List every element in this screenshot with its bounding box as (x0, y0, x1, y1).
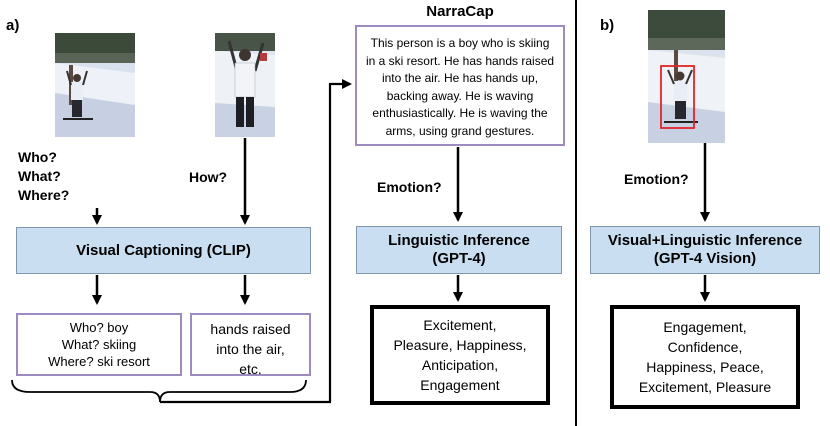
clip-www-line: Who? boy (69, 320, 129, 335)
clip-how-line: hands raised (210, 321, 291, 337)
emotion-item: Excitement, Pleasure (638, 379, 772, 395)
visual-captioning-box: Visual Captioning (CLIP) (16, 227, 311, 274)
panel-label-b: b) (600, 17, 615, 34)
panel-divider (575, 0, 577, 426)
caption-line: backing away. He is waving (386, 88, 534, 103)
where-question: Where? (18, 187, 70, 203)
visual-captioning-label: Visual Captioning (CLIP) (76, 241, 251, 259)
brace (11, 379, 307, 403)
clip-how-line: etc. (239, 361, 262, 377)
who-question: Who? (18, 149, 57, 165)
linguistic-inference-model: (GPT-4) (432, 250, 486, 267)
narracap-title: NarraCap (426, 3, 494, 20)
panel-label-a: a) (6, 17, 20, 34)
vl-inference-model: (GPT-4 Vision) (653, 250, 757, 267)
clip-www-line: What? skiing (61, 337, 137, 352)
emotion-question-a: Emotion? (377, 179, 442, 195)
emotion-item: Confidence, (667, 339, 743, 355)
caption-line: enthusiastically. He is waving the (372, 106, 548, 120)
clip-www-line: Where? ski resort (48, 354, 150, 369)
clip-how-output: hands raised into the air, etc. (190, 313, 311, 377)
narracap-emotion-output: Excitement, Pleasure, Happiness, Anticip… (370, 305, 550, 405)
clip-how-line: into the air, (216, 341, 285, 357)
who-what-where-questions: Who? What? Where? (18, 148, 82, 205)
emotion-question-b: Emotion? (624, 171, 689, 187)
narracap-caption-box: This person is a boy who is skiing in a … (355, 25, 565, 146)
caption-line: arms, using grand gestures. (385, 123, 535, 138)
caption-line: in a ski resort. He has hands raised (365, 53, 555, 68)
emotion-item: Engagement, (663, 319, 747, 335)
skier-photo-wide (55, 33, 135, 137)
skier-photo-bbox (648, 10, 725, 143)
emotion-item: Happiness, Peace, (646, 359, 764, 375)
caption-line: This person is a boy who is skiing (370, 36, 550, 50)
how-question: How? (189, 169, 228, 185)
emotion-item: Engagement (420, 377, 500, 393)
gpt4v-emotion-output: Engagement, Confidence, Happiness, Peace… (610, 305, 800, 409)
what-question: What? (18, 168, 61, 184)
caption-line: into the air. He has hands up, (381, 71, 539, 85)
vl-inference-label: Visual+Linguistic Inference (607, 232, 803, 249)
person-bounding-box (660, 65, 695, 129)
emotion-item: Pleasure, Happiness, (393, 337, 527, 353)
emotion-item: Anticipation, (421, 357, 499, 373)
linguistic-inference-box: Linguistic Inference (GPT-4) (356, 226, 562, 274)
emotion-item: Excitement, (423, 317, 497, 333)
linguistic-inference-label: Linguistic Inference (388, 232, 530, 249)
visual-linguistic-inference-box: Visual+Linguistic Inference (GPT-4 Visio… (590, 226, 820, 274)
clip-www-output: Who? boy What? skiing Where? ski resort (16, 313, 182, 376)
skier-photo-close (215, 33, 275, 137)
